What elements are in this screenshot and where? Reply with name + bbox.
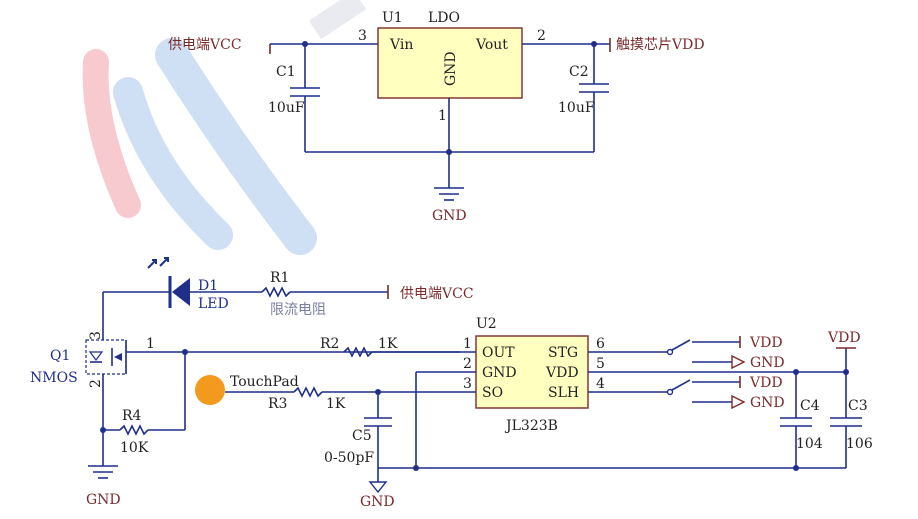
r1-ref: R1 xyxy=(270,270,289,286)
stg-gnd-arrow xyxy=(731,354,746,370)
slh-switch-lever[interactable] xyxy=(671,379,691,391)
r4-resistor xyxy=(119,424,149,436)
watermark-arc-red xyxy=(82,49,141,218)
slh-gnd-arrow xyxy=(731,394,746,410)
right-section: VDD GND VDD GND VDD C4 104 C3 106 xyxy=(588,330,873,468)
ic-ref: U2 xyxy=(476,316,497,332)
watermark-arc-blue xyxy=(113,77,233,250)
ldo-input-net: 供电端VCC xyxy=(168,37,242,53)
slh-vdd-label: VDD xyxy=(749,375,783,391)
r2-value: 1K xyxy=(378,336,398,352)
c3-ref: C3 xyxy=(848,398,868,414)
ic-gnd-label: GND xyxy=(360,494,395,510)
c1-ref: C1 xyxy=(276,64,296,80)
stg-gnd-label: GND xyxy=(750,355,785,371)
c4-ref: C4 xyxy=(800,398,820,414)
mos-type: NMOS xyxy=(30,370,78,386)
r3-resistor xyxy=(293,386,323,398)
ic-pin-name-vdd: VDD xyxy=(545,365,579,381)
d1-value: LED xyxy=(198,296,229,312)
c5-value: 0-50pF xyxy=(324,450,374,466)
c5-gnd-arrow xyxy=(368,481,388,494)
c2-value: 10uF xyxy=(558,100,595,116)
stg-switch-contact xyxy=(666,348,674,356)
ldo-pin2: 2 xyxy=(537,28,546,44)
stg-vdd-label: VDD xyxy=(749,335,783,351)
led-section: D1 LED R1 限流电阻 供电端VCC xyxy=(102,257,474,322)
stg-switch-lever[interactable] xyxy=(671,339,691,351)
c2-ref: C2 xyxy=(569,64,589,80)
ic-pin-name-stg: STG xyxy=(548,345,578,361)
c1-value: 10uF xyxy=(268,100,305,116)
ic-section: U2 JL323B 1 2 3 OUT GND SO STG VDD SLH 6… xyxy=(195,316,846,510)
c4-value: 104 xyxy=(796,436,823,452)
ldo-pin1: 1 xyxy=(438,108,447,124)
led-triangle xyxy=(172,278,190,306)
ldo-pin-vin: Vin xyxy=(389,37,413,53)
led-emission-arrow-1 xyxy=(147,259,157,269)
r1-value: 限流电阻 xyxy=(270,302,326,318)
r3-ref: R3 xyxy=(268,396,287,412)
watermark-arc-blue-2 xyxy=(155,38,317,255)
mos-ref: Q1 xyxy=(50,348,70,364)
c5-ref: C5 xyxy=(352,428,372,444)
nmos-section: 3 2 1 Q1 NMOS R4 10K GND xyxy=(30,322,460,508)
ldo-ref: U1 xyxy=(382,10,403,26)
led-vcc-net: 供电端VCC xyxy=(400,286,474,302)
ic-pin-num-6: 6 xyxy=(596,336,605,352)
junction-ic-gnd xyxy=(413,465,419,471)
r2-resistor xyxy=(343,346,373,358)
r4-value: 10K xyxy=(120,440,149,456)
c3-value: 106 xyxy=(846,436,873,452)
ic-pin-num-2: 2 xyxy=(463,356,472,372)
ldo-gnd-label: GND xyxy=(432,208,467,224)
mos-pin3: 3 xyxy=(88,331,104,340)
ldo-pin-vout: Vout xyxy=(475,37,508,53)
watermark-logo xyxy=(82,0,367,255)
ldo-pin-gnd: GND xyxy=(443,51,459,86)
ic-pin-num-3: 3 xyxy=(463,376,472,392)
ldo-chip-box xyxy=(377,27,523,99)
ldo-section: 供电端VCC U1 LDO 3 2 1 Vin Vout GND 触摸芯片VDD… xyxy=(168,10,705,224)
ic-part: JL323B xyxy=(504,418,558,434)
mos-gnd-label: GND xyxy=(86,492,121,508)
ic-pin-num-1: 1 xyxy=(463,336,472,352)
r3-value: 1K xyxy=(326,396,346,412)
vdd-top-label: VDD xyxy=(827,330,861,346)
mos-body-diode xyxy=(88,351,104,361)
watermark-text-shape xyxy=(308,0,367,40)
slh-switch-contact xyxy=(666,388,674,396)
mos-pin1: 1 xyxy=(146,336,155,352)
ic-chip-box xyxy=(475,335,589,409)
led-emission-arrow-2 xyxy=(159,257,169,267)
ldo-part: LDO xyxy=(428,10,460,26)
ldo-pin3: 3 xyxy=(358,28,367,44)
r4-ref: R4 xyxy=(122,408,142,424)
touchpad-label: TouchPad xyxy=(230,374,299,390)
ic-pin-name-gnd: GND xyxy=(482,365,517,381)
ic-pin-num-5: 5 xyxy=(596,356,605,372)
ic-pin-num-4: 4 xyxy=(596,376,605,392)
ic-pin-name-out: OUT xyxy=(482,345,515,361)
ldo-output-net: 触摸芯片VDD xyxy=(616,37,705,53)
ic-pin-name-so: SO xyxy=(482,385,503,401)
d1-ref: D1 xyxy=(198,278,218,294)
r2-ref: R2 xyxy=(320,336,339,352)
mos-arrow xyxy=(114,353,122,361)
slh-gnd-label: GND xyxy=(750,395,785,411)
ic-pin-name-slh: SLH xyxy=(548,385,579,401)
touchpad-electrode[interactable] xyxy=(195,375,225,405)
r1-resistor xyxy=(261,286,291,298)
mos-pin2: 2 xyxy=(88,379,104,388)
